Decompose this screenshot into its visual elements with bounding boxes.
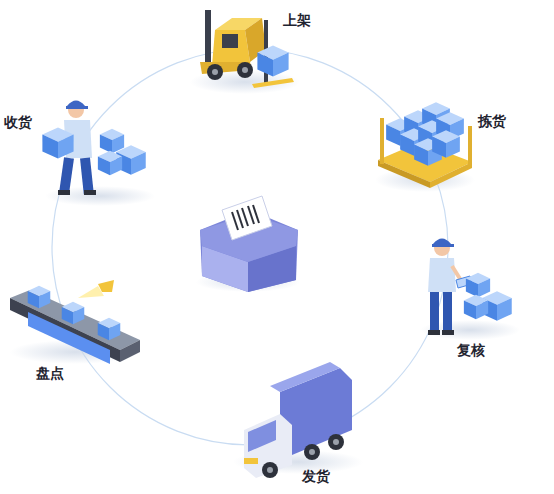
label-printer: [196, 196, 300, 292]
pallet-rack: [375, 102, 475, 192]
checker-worker: [420, 239, 520, 341]
receiving-worker: [42, 101, 155, 207]
conveyor-scanner: [10, 280, 140, 364]
station-label: 盘点: [36, 365, 64, 382]
station-label: 上架: [283, 12, 311, 29]
station-label: 收货: [4, 114, 32, 131]
delivery-truck: [233, 362, 363, 478]
flow-ring: [52, 49, 448, 445]
station-label: 发货: [302, 468, 330, 485]
station-label: 拣货: [478, 113, 506, 130]
station-label: 复核: [457, 342, 485, 359]
